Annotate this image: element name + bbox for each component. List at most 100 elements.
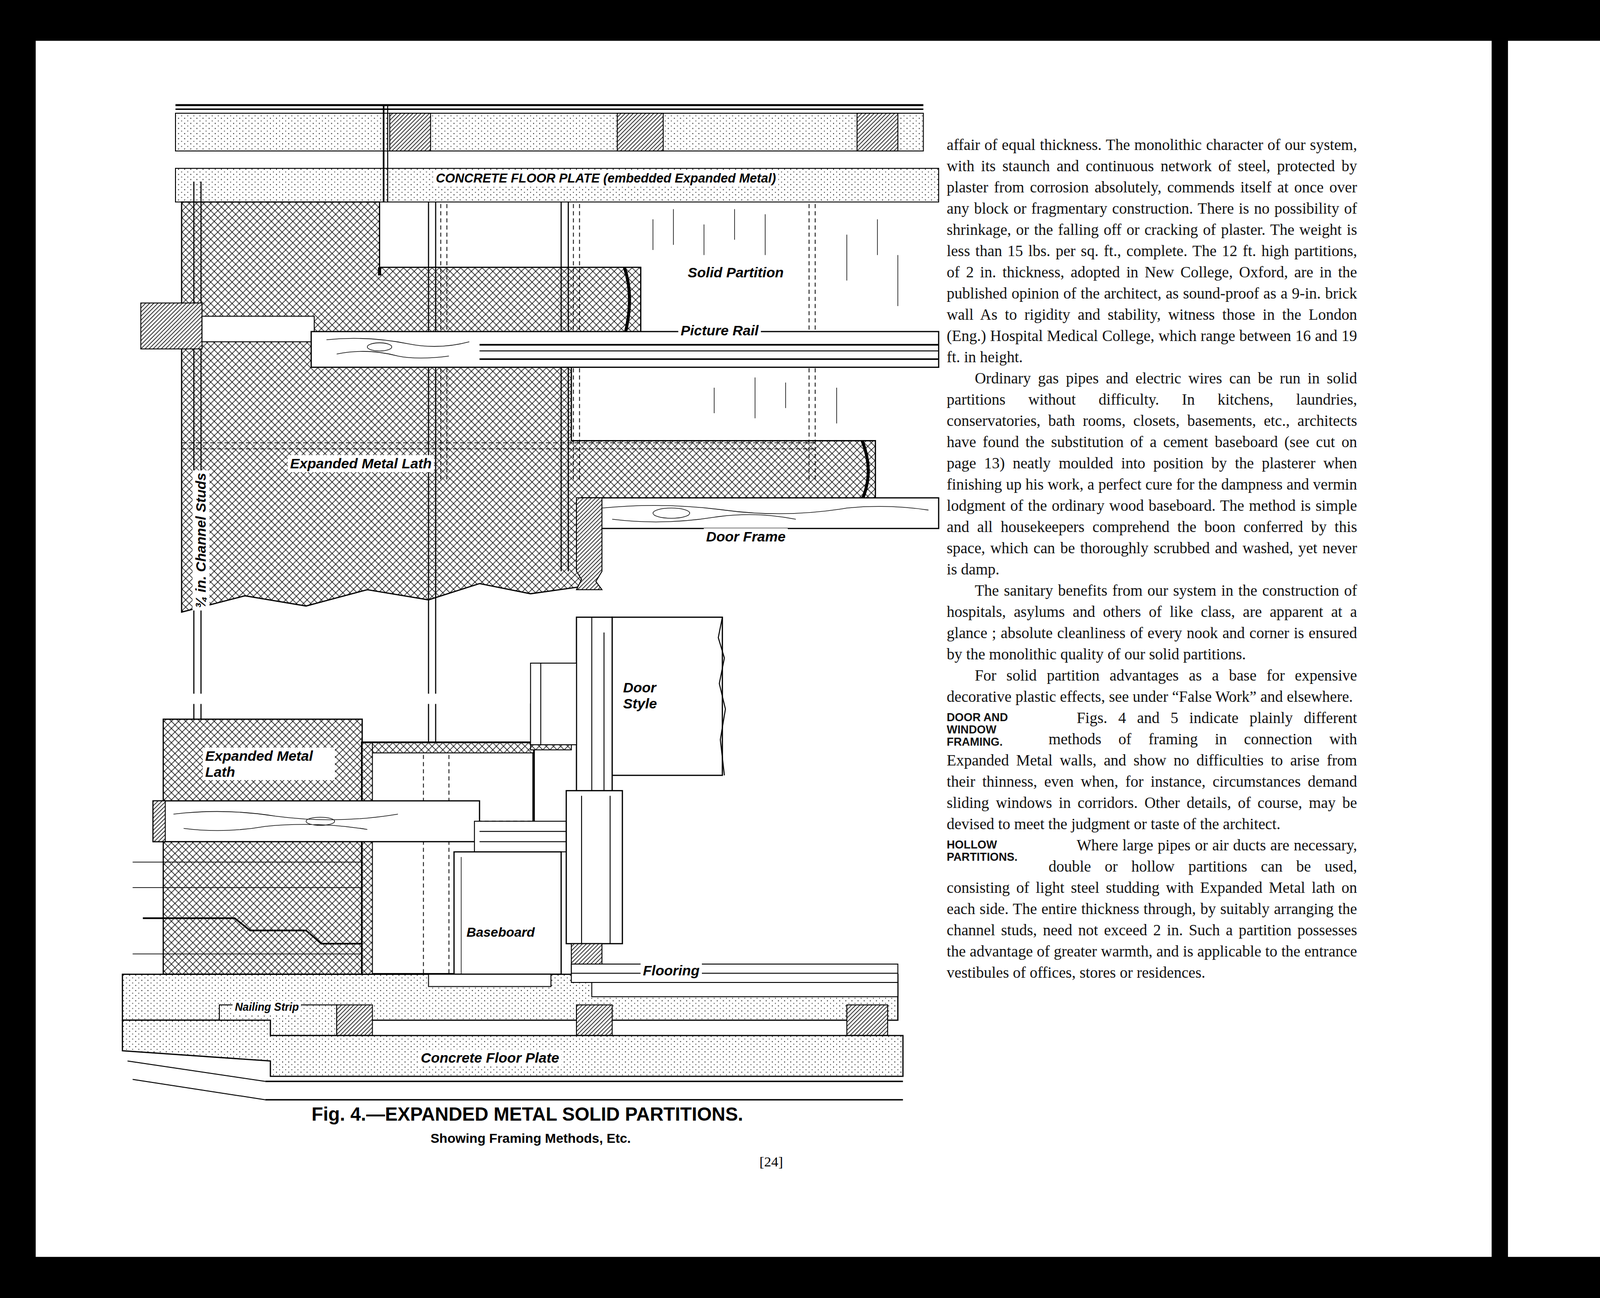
lower-partition	[152, 800, 166, 842]
picture-rail	[479, 343, 939, 346]
ceiling-slab	[175, 105, 939, 202]
ceiling-slab	[389, 113, 431, 151]
body-paragraph: affair of equal thickness. The monolithi…	[946, 134, 1358, 368]
floor-construction	[265, 1080, 903, 1083]
lower-partition	[152, 800, 480, 842]
part-label: Expanded Metal Lath	[202, 747, 335, 781]
floor-construction	[846, 1005, 888, 1036]
door-frame	[576, 498, 939, 591]
solid-partition-upper	[836, 387, 837, 424]
lower-partition	[479, 831, 567, 833]
solid-partition-upper	[181, 448, 817, 450]
lower-partition	[454, 851, 562, 975]
picture-rail	[326, 338, 470, 359]
channel-studs	[200, 181, 202, 694]
floor-construction	[127, 1061, 266, 1100]
ceiling-slab	[857, 113, 899, 151]
part-label: Concrete Floor Plate	[418, 1049, 562, 1067]
floor-construction	[428, 974, 551, 987]
solid-partition-upper	[673, 208, 674, 245]
door-style	[603, 632, 605, 791]
picture-rail	[479, 358, 939, 360]
floor-construction	[571, 973, 898, 975]
page-paper	[35, 41, 1492, 1258]
partition-illustration	[35, 41, 1600, 1258]
lower-partition	[362, 742, 534, 754]
picture-rail	[140, 302, 202, 349]
text-column: affair of equal thickness. The monolithi…	[946, 134, 1358, 984]
part-label: Door Frame	[703, 528, 788, 546]
picture-rail	[311, 331, 939, 368]
solid-partition-upper	[181, 201, 876, 613]
lower-partition	[460, 857, 462, 975]
solid-partition-upper	[765, 214, 766, 256]
lower-partition	[423, 755, 425, 975]
channel-studs	[427, 703, 429, 745]
ceiling-slab	[387, 105, 389, 202]
body-paragraph: For solid partition advantages as a base…	[946, 665, 1358, 708]
page-paper	[35, 41, 1600, 1258]
floor-construction	[122, 1020, 904, 1077]
lower-partition	[132, 862, 363, 955]
body-paragraph: Figs. 4 and 5 indicate plainly different…	[946, 707, 1358, 835]
solid-partition-upper	[181, 442, 817, 444]
door-style	[612, 617, 723, 776]
solid-partition-upper	[652, 219, 654, 250]
lower-partition	[173, 811, 399, 831]
lower-partition	[163, 719, 363, 975]
part-label: CONCRETE FLOOR PLATE (embedded Expanded …	[433, 170, 779, 186]
solid-partition-upper	[652, 208, 898, 424]
channel-studs	[560, 201, 562, 572]
channel-studs	[427, 201, 429, 694]
door-style	[530, 663, 577, 745]
ceiling-slab	[383, 105, 385, 202]
part-label: Picture Rail	[678, 322, 761, 340]
solid-partition-upper	[785, 382, 786, 409]
lower-partition	[132, 861, 363, 863]
lower-partition	[362, 742, 373, 975]
side-heading: HOLLOW PARTITIONS.	[946, 838, 1042, 864]
floor-construction	[122, 964, 904, 1100]
floor-construction	[576, 1005, 613, 1036]
channel-studs	[434, 201, 436, 694]
picture-rail	[201, 316, 315, 342]
solid-partition-upper	[846, 234, 848, 281]
part-label: Expanded Metal Lath	[287, 455, 434, 473]
part-label: ¾ in. Channel Studs	[192, 470, 210, 611]
solid-partition-upper	[181, 201, 898, 613]
door-style	[581, 795, 583, 944]
door-style	[718, 617, 726, 776]
ceiling-slab	[175, 108, 924, 110]
channel-studs	[567, 201, 569, 572]
picture-rail	[140, 302, 939, 367]
solid-partition-upper	[897, 255, 899, 307]
floor-construction	[336, 1005, 373, 1036]
lower-partition	[132, 953, 363, 955]
picture-rail	[479, 350, 939, 352]
lower-partition	[132, 703, 572, 975]
ceiling-slab	[617, 113, 664, 151]
page-number: [24]	[757, 1153, 786, 1171]
door-style	[566, 790, 623, 944]
ceiling-slab	[175, 104, 924, 107]
door-frame	[576, 498, 602, 591]
lower-partition	[142, 918, 363, 944]
body-paragraph: Ordinary gas pipes and electric wires ca…	[946, 367, 1358, 581]
caption-subtitle: Showing Framing Methods, Etc.	[428, 1131, 634, 1147]
floor-construction	[571, 964, 898, 983]
solid-partition-upper	[379, 267, 869, 500]
part-label: Nailing Strip	[232, 1000, 301, 1015]
part-label: Solid Partition	[685, 264, 786, 282]
lower-partition	[474, 821, 567, 852]
channel-studs	[193, 181, 195, 694]
solid-partition-upper	[877, 219, 878, 256]
door-style	[576, 617, 613, 792]
part-label: Flooring	[640, 962, 702, 980]
ceiling-slab	[175, 168, 939, 202]
side-heading: DOOR AND WINDOW FRAMING.	[946, 711, 1042, 749]
solid-partition-upper	[734, 208, 735, 240]
floor-construction	[591, 982, 899, 997]
